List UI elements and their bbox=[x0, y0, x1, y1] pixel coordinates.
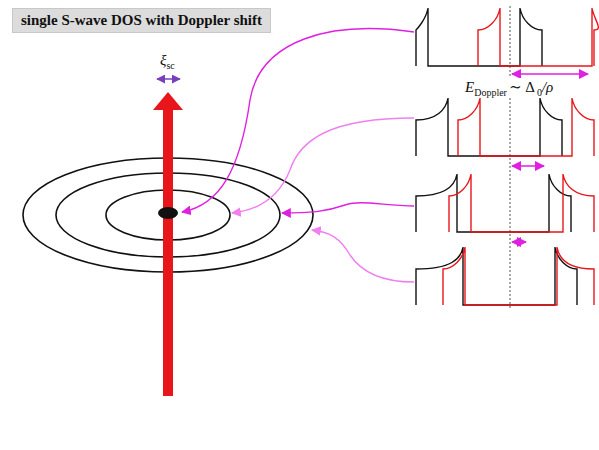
shift-arrows bbox=[512, 74, 588, 242]
title-box: single S-wave DOS with Doppler shift bbox=[12, 8, 271, 33]
vortex-arrow bbox=[153, 92, 183, 396]
label-part: E bbox=[465, 79, 474, 95]
dos-curve bbox=[416, 174, 571, 232]
label-part: 0 bbox=[537, 87, 542, 98]
coherence-length-label: ξsc bbox=[160, 52, 175, 71]
dos-curve-shifted bbox=[449, 174, 594, 232]
coherence-length-arrow bbox=[157, 78, 180, 80]
dos-curve-shifted bbox=[458, 98, 594, 156]
label-part: sc bbox=[166, 60, 174, 71]
label-part: ξ bbox=[160, 52, 166, 68]
dos-curve bbox=[416, 247, 577, 305]
label-part: /ρ bbox=[542, 79, 553, 95]
dos-curves bbox=[416, 8, 598, 305]
dos-curve-shifted bbox=[443, 247, 594, 305]
dos-curve bbox=[416, 8, 542, 66]
doppler-energy-label: EDoppler∼ Δ0/ρ bbox=[465, 78, 553, 98]
label-part: ∼ Δ bbox=[507, 79, 537, 95]
title-text: single S-wave DOS with Doppler shift bbox=[21, 12, 262, 29]
dos-curve-shifted bbox=[478, 8, 598, 66]
dos-curve bbox=[416, 98, 562, 156]
label-part: Doppler bbox=[474, 87, 507, 98]
zero-energy-line bbox=[510, 6, 511, 310]
leader-curves bbox=[182, 29, 414, 282]
